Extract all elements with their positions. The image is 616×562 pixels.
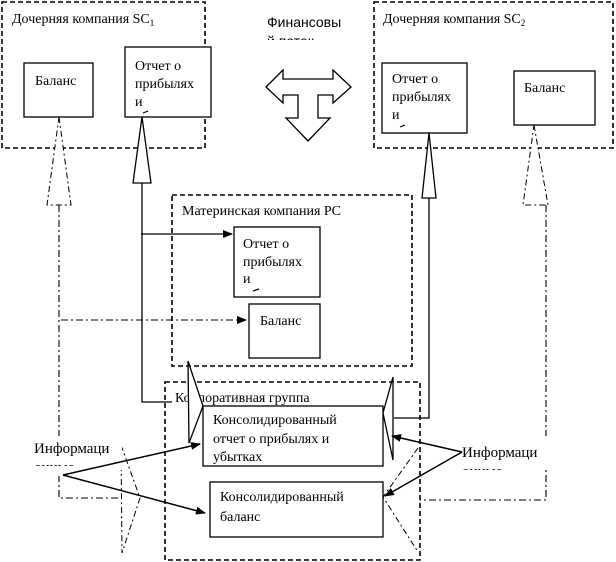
sc1-balance-flow-arrowhead [46,116,72,206]
sc2-income-flow-line [394,198,430,419]
info-right-to-balance-arrow [384,451,463,497]
subsidiary-1-income-tick [142,110,149,114]
info-left-to-balance-arrow [62,474,206,515]
sc1-income-flow-arrowhead [132,116,152,184]
subsidiary-1-income-box [124,46,212,118]
subsidiary-1-balance-box [23,62,94,118]
sc2-balance-flow-line [420,205,547,501]
subsidiary-1-income-label: Отчет о прибылях и [135,59,197,110]
left-balance-wedge [120,444,141,554]
consolidated-balance-box [209,481,384,538]
corporate-group-frame [164,381,421,561]
corporate-group-title: Корпоративная группа [175,391,310,406]
parent-title: Материнская компания PC [182,204,341,219]
parent-income-tick [252,288,260,292]
parent-income-label: Отчет о прибылях и [243,237,305,287]
subsidiary-2-income-tick [399,124,406,128]
subsidiary-2-balance-label: Баланс [524,81,565,96]
consolidated-income-label: Консолидированный отчет о прибылях и убы… [213,413,340,465]
consolidated-balance-label: Консолидированный баланс [220,490,347,525]
right-balance-wedge [382,447,419,553]
right-income-wedge [382,376,394,461]
info-left-to-income-arrow [62,442,201,476]
left-income-wedge [187,360,204,444]
consolidated-income-box [202,405,384,467]
parent-balance-label: Баланс [260,314,301,329]
subsidiary-1-balance-label: Баланс [35,74,76,89]
parent-income-box [233,226,321,298]
sc2-income-flow-arrowhead [421,132,437,199]
subsidiary-2-income-box [381,62,468,134]
subsidiary-1-title: Дочерняя компания SC1 [12,12,154,28]
subsidiary-2-title: Дочерняя компания SC2 [383,12,525,28]
sc1-income-flow-line [141,183,172,403]
sc1-balance-flow-line [58,205,121,499]
subsidiary-2-frame [373,1,614,149]
subsidiary-2-income-label: Отчет о прибылях и [392,72,454,123]
financial-flow-arrow-icon [265,68,352,142]
info-right-to-income-arrow [391,434,463,453]
sc2-balance-flow-arrowhead [522,124,549,206]
subsidiary-2-balance-box [513,70,596,126]
parent-balance-box [248,303,321,359]
parent-frame [171,194,413,367]
